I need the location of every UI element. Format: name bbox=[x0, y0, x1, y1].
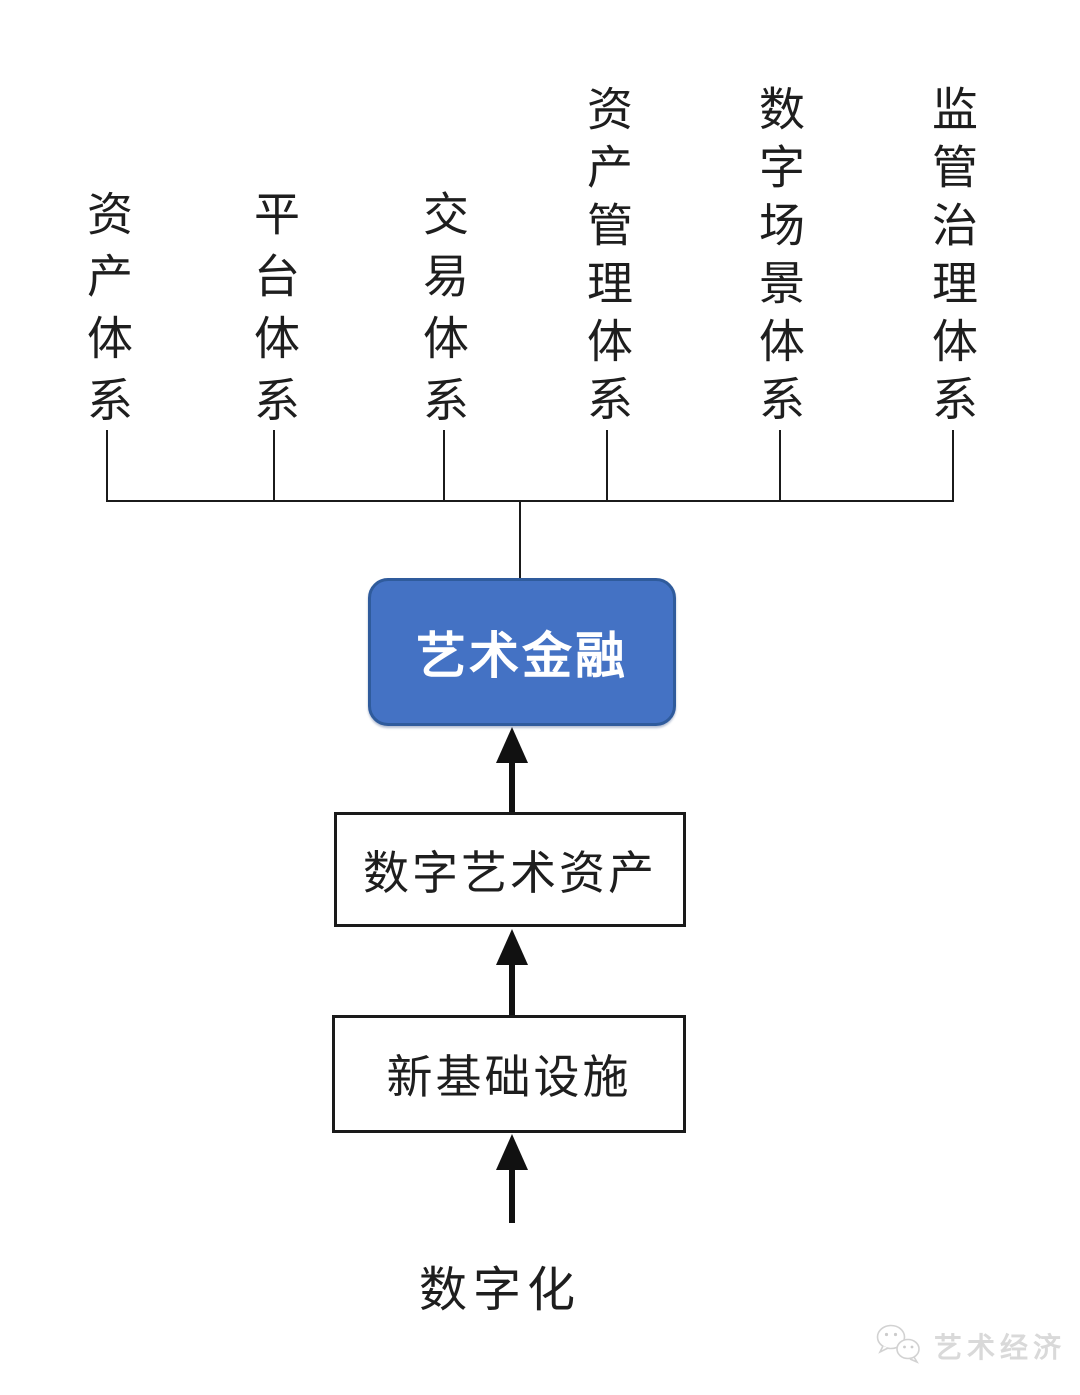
bottom-label-digitization: 数字化 bbox=[418, 1262, 581, 1318]
node-new-infrastructure-label: 新基础设施 bbox=[386, 1050, 632, 1104]
connector-drop-3 bbox=[443, 430, 445, 502]
connector-drop-4 bbox=[606, 430, 608, 502]
system-label-platform: 平台体系 bbox=[247, 190, 301, 438]
system-label-digital-scene: 数字场景体系 bbox=[752, 85, 806, 433]
arrow-up-1-head bbox=[496, 727, 528, 763]
node-new-infrastructure: 新基础设施 bbox=[332, 1015, 686, 1133]
arrow-up-3-shaft bbox=[509, 1167, 515, 1223]
connector-center-stem bbox=[519, 502, 521, 578]
node-art-finance: 艺术金融 bbox=[368, 578, 676, 726]
arrow-up-2-head bbox=[496, 929, 528, 965]
connector-drop-1 bbox=[106, 430, 108, 502]
connector-drop-5 bbox=[779, 430, 781, 502]
arrow-up-3-head bbox=[496, 1134, 528, 1170]
system-label-asset: 资产体系 bbox=[80, 190, 134, 438]
system-label-trading: 交易体系 bbox=[416, 190, 470, 438]
connector-horizontal-bus bbox=[106, 500, 954, 502]
arrow-up-2-shaft bbox=[509, 962, 515, 1015]
watermark: 艺术经济 bbox=[874, 1322, 1066, 1370]
connector-drop-6 bbox=[952, 430, 954, 502]
connector-drop-2 bbox=[273, 430, 275, 502]
node-digital-art-assets-label: 数字艺术资产 bbox=[363, 845, 657, 900]
system-label-asset-management: 资产管理体系 bbox=[580, 85, 634, 433]
node-digital-art-assets: 数字艺术资产 bbox=[334, 812, 686, 927]
watermark-text: 艺术经济 bbox=[934, 1331, 1067, 1364]
chat-bubbles-icon bbox=[874, 1322, 928, 1370]
arrow-up-1-shaft bbox=[509, 760, 515, 812]
system-label-regulation: 监管治理体系 bbox=[925, 85, 979, 433]
node-art-finance-label: 艺术金融 bbox=[416, 626, 628, 685]
